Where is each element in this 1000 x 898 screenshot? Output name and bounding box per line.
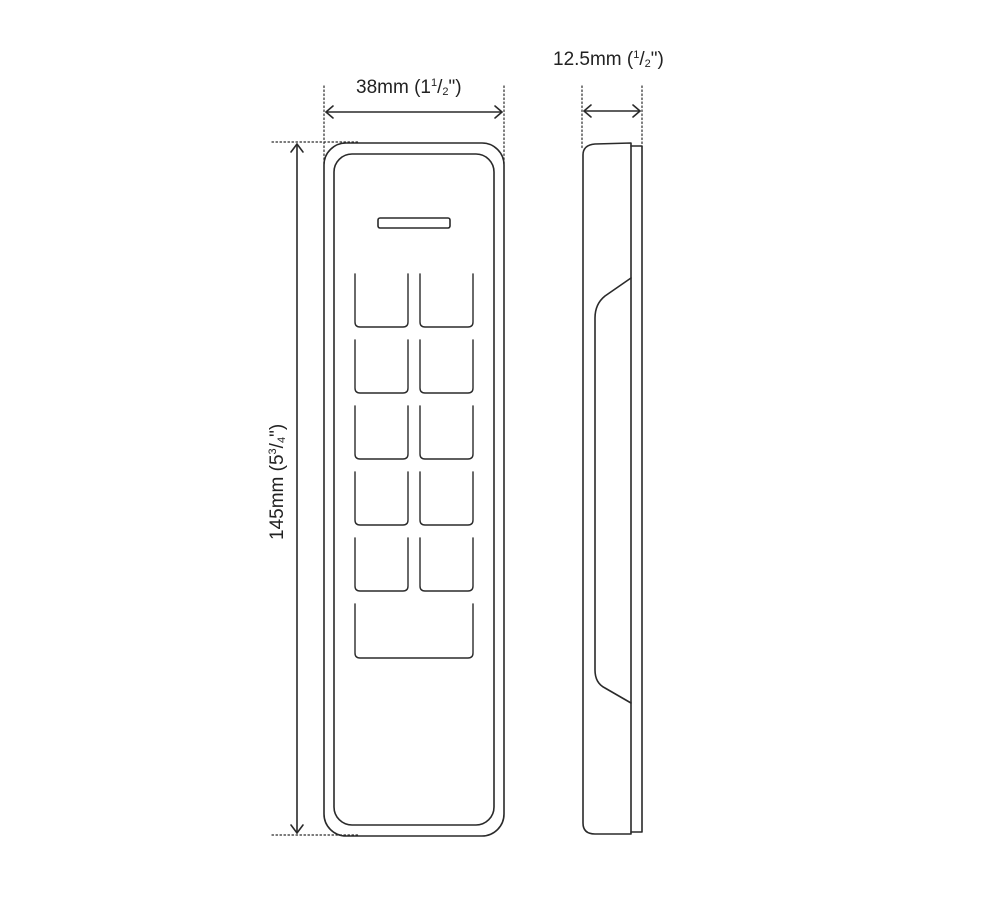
depth-label: 12.5mm (1/2") (553, 49, 664, 70)
height-label: 145mm (53/4") (267, 423, 288, 540)
front-view (323, 142, 505, 837)
side-backplate (630, 145, 643, 833)
thumb-recess (594, 277, 632, 704)
depth-dimension (581, 85, 643, 149)
side-view (582, 142, 643, 835)
width-dimension (323, 85, 505, 166)
width-label: 38mm (11/2") (356, 77, 462, 98)
side-body (582, 142, 632, 835)
outer-shell (323, 142, 505, 837)
led-indicator (377, 217, 451, 229)
inner-face (333, 153, 495, 826)
height-dimension (271, 141, 361, 836)
keypad-buttons (354, 273, 474, 659)
